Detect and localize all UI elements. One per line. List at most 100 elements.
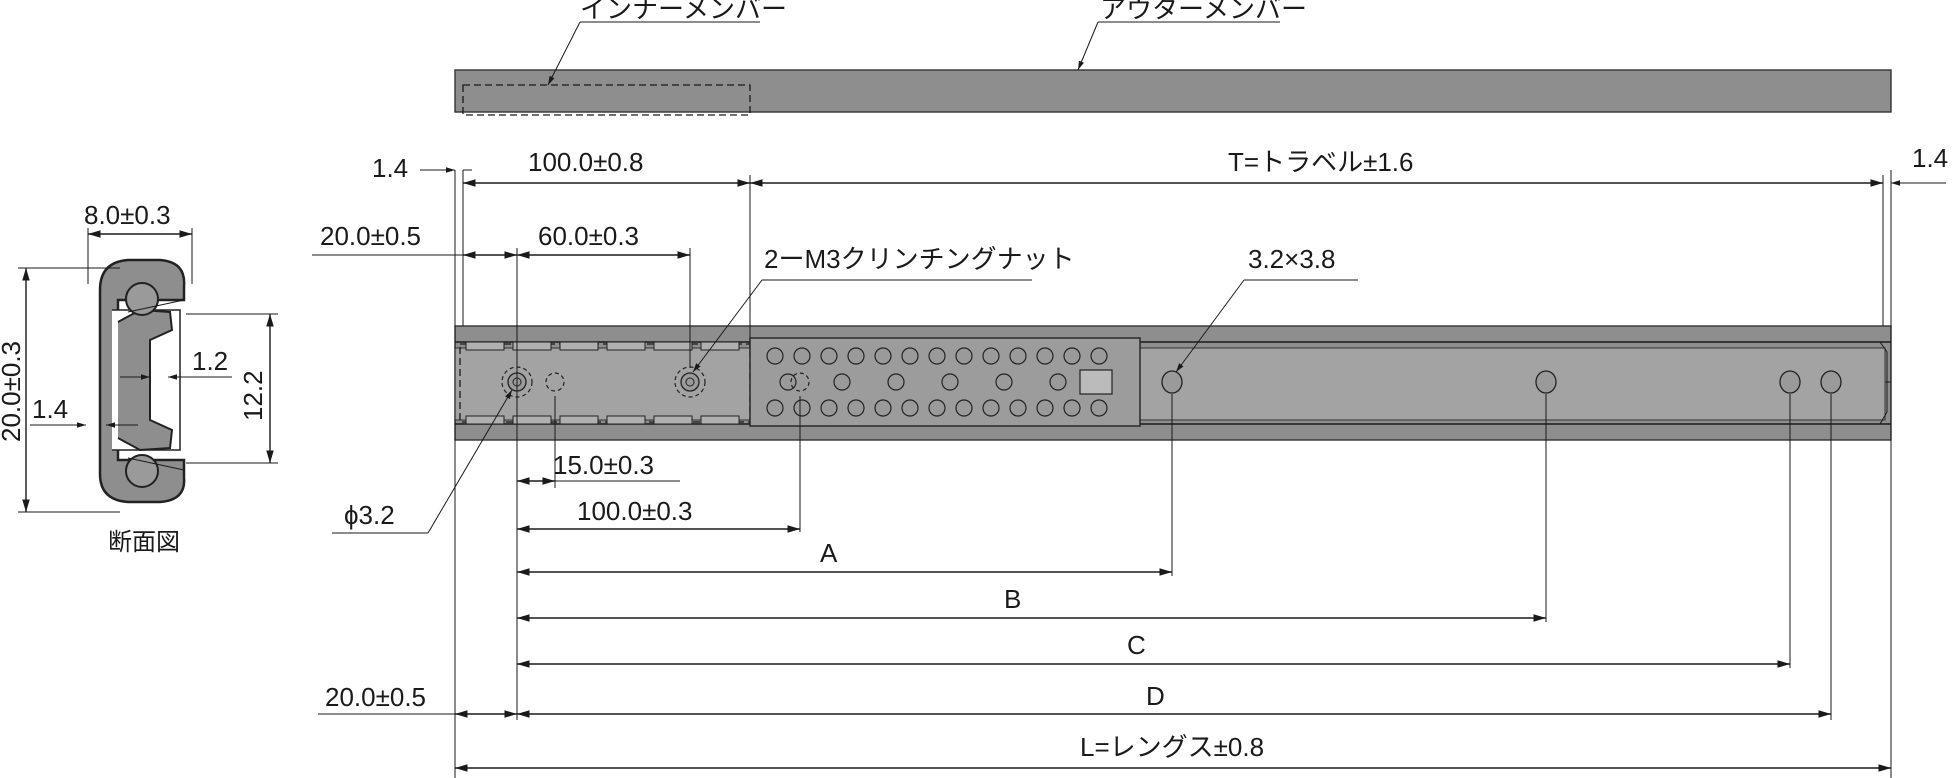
retainer-ball xyxy=(793,399,811,417)
retainer-ball xyxy=(820,399,838,417)
dim-travel-text: T=トラベル±1.6 xyxy=(1228,147,1413,177)
side-view xyxy=(454,325,1892,441)
dim-nut-pitch-text: 60.0±0.3 xyxy=(538,221,639,251)
mount-hole-d xyxy=(1820,370,1842,394)
dim-A-text: A xyxy=(820,538,838,568)
retainer-tab xyxy=(1079,369,1113,395)
inner-member-region xyxy=(459,343,751,423)
dim-B-text: B xyxy=(1004,584,1021,614)
retainer-ball xyxy=(955,399,973,417)
section-ball-bottom xyxy=(125,454,159,488)
inner-member-slots xyxy=(465,341,740,425)
dim-A: A xyxy=(517,538,1172,576)
retainer-ball xyxy=(1049,373,1067,391)
retainer-ball xyxy=(766,399,784,417)
mount-hole-a xyxy=(1161,370,1183,394)
dim-right-gap: 1.4 xyxy=(1891,143,1948,186)
inner-member-slot xyxy=(606,341,646,351)
inner-member-slot xyxy=(559,341,599,351)
dim-offset-top: 20.0±0.5 xyxy=(312,221,517,259)
retainer-ball xyxy=(928,399,946,417)
slot-callout: 3.2×3.8 xyxy=(1175,244,1358,373)
dim-left-gap-text: 1.4 xyxy=(372,153,408,183)
retainer-ball xyxy=(928,347,946,365)
dim-length: L=レングス±0.8 xyxy=(455,732,1891,772)
retainer-ball xyxy=(1063,347,1081,365)
mount-hole-c xyxy=(1779,370,1801,394)
hole-dia-callout: ϕ3.2 xyxy=(332,389,513,534)
section-inner-height-text: 12.2 xyxy=(238,370,268,421)
retainer-ball xyxy=(1090,399,1108,417)
retainer-ball xyxy=(1036,347,1054,365)
inner-member-slot xyxy=(700,415,740,425)
hole-dia-label: ϕ3.2 xyxy=(344,500,395,530)
retainer-ball xyxy=(887,373,905,391)
retainer-ball xyxy=(1090,347,1108,365)
dim-C: C xyxy=(517,630,1790,668)
dim-left-gap: 1.4 xyxy=(372,153,472,183)
retainer-ball xyxy=(766,347,784,365)
hole-15-dashed xyxy=(545,372,565,392)
inner-member-slot xyxy=(465,415,505,425)
section-height-text: 20.0±0.3 xyxy=(0,341,26,442)
dim-offset-bottom: 20.0±0.5 xyxy=(318,682,517,718)
inner-member-label: インナーメンバー xyxy=(580,0,787,24)
retainer-ball xyxy=(1009,399,1027,417)
retainer-ball xyxy=(941,373,959,391)
retainer-pockets xyxy=(766,347,1108,417)
retainer-ball xyxy=(995,373,1013,391)
clinch-nut-2 xyxy=(680,372,700,392)
dim-C-text: C xyxy=(1127,630,1146,660)
clinch-nut-2-bore xyxy=(685,377,695,387)
dim-hole-pitch-small: 15.0±0.3 xyxy=(517,450,680,485)
dim-travel: T=トラベル±1.6 xyxy=(750,147,1883,187)
clinch-nut-label: 2ーM3クリンチングナット xyxy=(764,244,1075,274)
section-retainer-top xyxy=(127,299,185,313)
hole-100-dashed xyxy=(790,372,810,392)
retainer-ball xyxy=(1009,347,1027,365)
slot-label: 3.2×3.8 xyxy=(1248,244,1335,274)
dim-D-text: D xyxy=(1146,681,1165,711)
outer-member-label: アウターメンバー xyxy=(1100,0,1307,24)
section-width-text: 8.0±0.3 xyxy=(84,200,171,230)
inner-member-slot xyxy=(653,415,693,425)
clinch-nut-callout: 2ーM3クリンチングナット xyxy=(692,244,1075,373)
dim-B: B xyxy=(517,584,1546,622)
dim-nut-pitch: 60.0±0.3 xyxy=(517,221,690,259)
inner-leader xyxy=(547,21,581,86)
section-inner-profile xyxy=(117,308,174,452)
retainer-ball xyxy=(874,347,892,365)
section-view-title: 断面図 xyxy=(108,529,180,556)
dim-hole-pitch-small-text: 15.0±0.3 xyxy=(553,450,654,480)
section-thickness-text: 1.2 xyxy=(192,346,228,376)
dim-length-text: L=レングス±0.8 xyxy=(1080,732,1264,762)
retainer-ball xyxy=(901,399,919,417)
retainer-ball xyxy=(847,399,865,417)
retainer-ball xyxy=(1036,399,1054,417)
retainer-ball xyxy=(833,373,851,391)
dim-inner-length: 100.0±0.8 xyxy=(463,147,750,187)
retainer-ball xyxy=(982,399,1000,417)
inner-member-slot xyxy=(700,341,740,351)
dim-inner-length-text: 100.0±0.8 xyxy=(528,147,643,177)
retainer-ball xyxy=(982,347,1000,365)
section-wall-text: 1.4 xyxy=(32,394,68,424)
outer-leader xyxy=(1077,21,1099,71)
inner-member-slot xyxy=(512,341,552,351)
retainer-ball xyxy=(793,347,811,365)
end-stopper xyxy=(1879,341,1888,425)
cross-section: 8.0±0.3 20.0±0.3 12.2 1.2 1.4 断面図 xyxy=(0,200,278,556)
dim-hole-pitch-large-text: 100.0±0.3 xyxy=(577,496,692,526)
extension-lines xyxy=(454,170,1892,778)
dim-offset-bottom-text: 20.0±0.5 xyxy=(325,682,426,712)
outer-member-bar xyxy=(454,69,1892,113)
inner-member-slot xyxy=(465,341,505,351)
section-ball-top xyxy=(125,282,159,316)
dim-D: D xyxy=(517,681,1831,718)
retainer-ball xyxy=(901,347,919,365)
inner-member-slot xyxy=(606,415,646,425)
dim-offset-top-text: 20.0±0.5 xyxy=(320,221,421,251)
inner-member-slot xyxy=(653,341,693,351)
top-view: インナーメンバー アウターメンバー xyxy=(454,0,1892,116)
